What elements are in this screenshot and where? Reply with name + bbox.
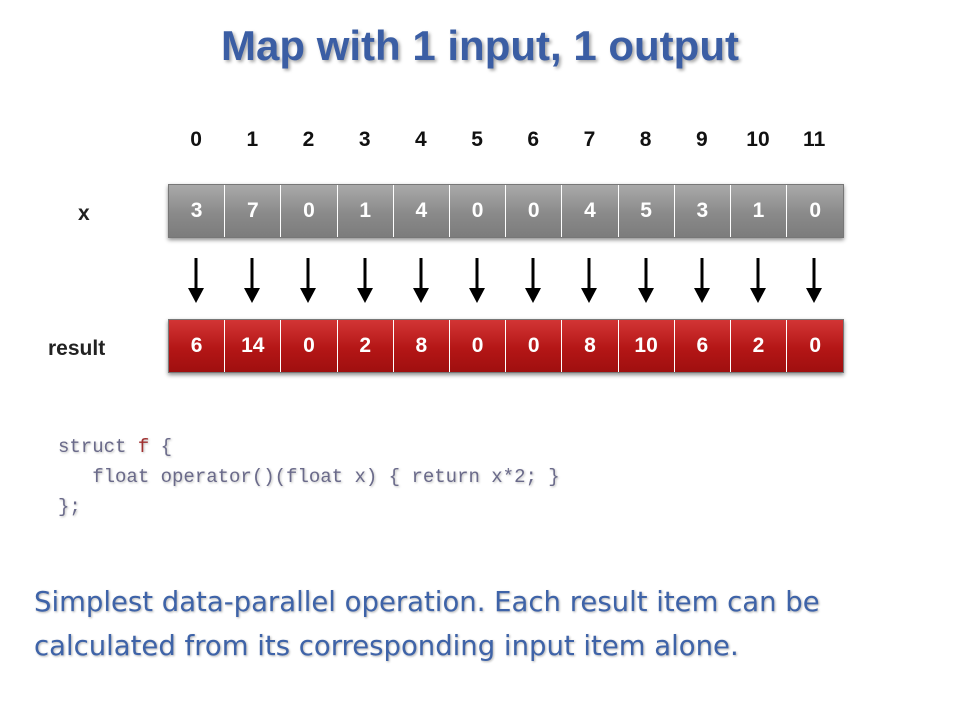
input-cell: 0 — [787, 185, 844, 237]
input-cell: 1 — [730, 185, 788, 237]
result-cell: 2 — [337, 320, 394, 372]
input-cell: 5 — [618, 185, 675, 237]
x-label: x — [78, 202, 90, 225]
result-cell: 10 — [618, 320, 675, 372]
input-cell: 0 — [281, 185, 338, 237]
down-arrow-icon — [730, 258, 786, 304]
down-arrow-icon — [337, 258, 393, 304]
result-cell: 0 — [281, 320, 338, 372]
result-cell: 6 — [169, 320, 226, 372]
index-label: 1 — [246, 128, 259, 151]
result-cell: 14 — [225, 320, 282, 372]
input-cell: 3 — [169, 185, 226, 237]
down-arrow-icon — [786, 258, 842, 304]
down-arrow-icon — [674, 258, 730, 304]
down-arrow-icon — [505, 258, 561, 304]
code-struct-name: f — [137, 436, 150, 458]
index-label: 11 — [803, 128, 826, 151]
index-label: 7 — [583, 128, 596, 151]
input-cell: 0 — [449, 185, 507, 237]
index-label: 9 — [695, 128, 708, 151]
index-row: 0 1 2 3 4 5 6 7 8 9 10 11 — [168, 128, 842, 152]
result-cell: 0 — [787, 320, 844, 372]
index-label: 6 — [527, 128, 540, 151]
input-cell: 7 — [225, 185, 282, 237]
input-cell: 3 — [674, 185, 731, 237]
index-label: 5 — [471, 128, 483, 151]
result-cell: 6 — [674, 320, 731, 372]
result-cell: 8 — [393, 320, 450, 372]
down-arrow-icon — [224, 258, 280, 304]
code-block: struct f { float operator()(float x) { r… — [58, 432, 560, 522]
down-arrow-icon — [618, 258, 674, 304]
index-label: 2 — [302, 128, 315, 151]
down-arrow-icon — [561, 258, 617, 304]
result-cell: 2 — [730, 320, 788, 372]
index-label: 4 — [415, 128, 427, 151]
description-text: Simplest data-parallel operation. Each r… — [34, 586, 820, 662]
index-label: 0 — [190, 128, 202, 151]
index-label: 3 — [358, 128, 371, 151]
index-label: 8 — [639, 128, 652, 151]
result-cell: 0 — [506, 320, 563, 372]
result-cell: 8 — [562, 320, 619, 372]
input-cell: 0 — [506, 185, 563, 237]
input-cell: 4 — [562, 185, 619, 237]
slide-title: Map with 1 input, 1 output — [221, 22, 739, 69]
input-cell: 1 — [337, 185, 394, 237]
result-label: result — [48, 337, 106, 360]
down-arrow-icon — [168, 258, 224, 304]
code-open-brace: { — [149, 436, 173, 458]
code-keyword: struct — [58, 436, 138, 458]
code-operator-line: float operator()(float x) { return x*2; … — [58, 466, 560, 488]
down-arrow-icon — [280, 258, 336, 304]
result-cell: 0 — [449, 320, 507, 372]
map-arrows — [168, 258, 842, 304]
code-close-line: }; — [58, 496, 81, 518]
input-cell: 4 — [393, 185, 450, 237]
down-arrow-icon — [449, 258, 505, 304]
down-arrow-icon — [393, 258, 449, 304]
index-label: 10 — [746, 128, 770, 151]
